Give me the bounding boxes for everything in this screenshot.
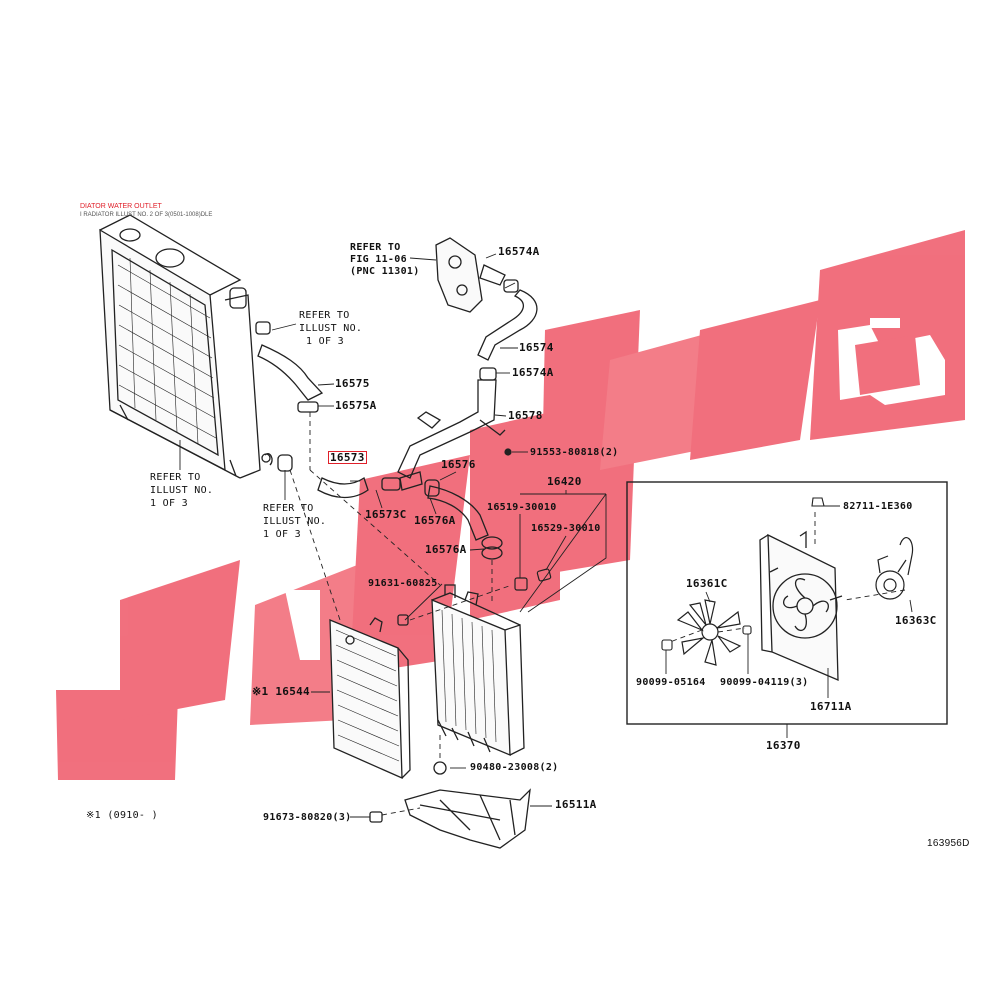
ref-illust-mid-1: REFER TO xyxy=(263,503,314,514)
part-16574A-top[interactable]: 16574A xyxy=(498,245,540,258)
part-16575[interactable]: 16575 xyxy=(335,377,370,390)
ref-illust-top-3: 1 OF 3 xyxy=(306,336,344,347)
bracket-16511A xyxy=(369,614,531,849)
fan-motor-16363C xyxy=(875,537,914,600)
part-16576[interactable]: 16576 xyxy=(441,458,476,471)
part-16529[interactable]: 16529-30010 xyxy=(531,523,601,534)
part-16420[interactable]: 16420 xyxy=(547,475,582,488)
part-16576A-lower[interactable]: 16576A xyxy=(425,543,467,556)
part-16573C[interactable]: 16573C xyxy=(365,508,407,521)
ref-illust-mid-3: 1 OF 3 xyxy=(263,529,301,540)
water-outlet xyxy=(381,237,538,491)
part-91631[interactable]: 91631-60825 xyxy=(368,578,438,589)
part-16361C[interactable]: 16361C xyxy=(686,577,728,590)
part-16370[interactable]: 16370 xyxy=(766,739,801,752)
fan-16361C xyxy=(676,599,742,666)
ref-fig-line1: REFER TO xyxy=(350,242,401,253)
part-90480[interactable]: 90480-23008(2) xyxy=(470,762,559,773)
part-90099-05164[interactable]: 90099-05164 xyxy=(636,677,706,688)
fan-shroud-16711A xyxy=(759,530,843,681)
hose-16576 xyxy=(424,479,503,560)
leader-lines xyxy=(179,253,913,818)
ref-illust-left-2: ILLUST NO. xyxy=(150,485,214,496)
ref-fig-line2: FIG 11-06 xyxy=(350,254,407,265)
condenser-16544 xyxy=(329,617,411,780)
part-16573-highlight[interactable]: 16573 xyxy=(328,451,367,464)
part-91553[interactable]: 91553-80818(2) xyxy=(530,447,619,458)
reservoir-parts xyxy=(504,448,552,591)
ref-illust-top-1: REFER TO xyxy=(299,310,350,321)
part-16511A[interactable]: 16511A xyxy=(555,798,597,811)
ref-illust-left-3: 1 OF 3 xyxy=(150,498,188,509)
footnote: ※1 (0910- ) xyxy=(86,810,158,821)
part-82711[interactable]: 82711-1E360 xyxy=(843,501,913,512)
ref-illust-left-1: REFER TO xyxy=(150,472,201,483)
part-16544[interactable]: ※1 16544 xyxy=(252,685,310,698)
dashed-lines xyxy=(289,412,906,816)
header-subtitle: I RADIATOR ILLUST NO. 2 OF 3(0501-1008)D… xyxy=(80,212,213,218)
part-16578[interactable]: 16578 xyxy=(508,409,543,422)
part-91673[interactable]: 91673-80820(3) xyxy=(263,812,352,823)
part-90099-04119[interactable]: 90099-04119(3) xyxy=(720,677,809,688)
radiator-bottom xyxy=(431,584,525,756)
part-16574[interactable]: 16574 xyxy=(519,341,554,354)
diagram-id: 163956D xyxy=(927,838,970,849)
part-16574A-mid[interactable]: 16574A xyxy=(512,366,554,379)
watermark-logo xyxy=(56,230,965,780)
radiator-left xyxy=(99,214,273,479)
ref-illust-top-2: ILLUST NO. xyxy=(299,323,363,334)
ref-fig-line3: (PNC 11301) xyxy=(350,266,420,277)
part-16576A-upper[interactable]: 16576A xyxy=(414,514,456,527)
upper-hose-16575 xyxy=(255,321,324,413)
part-16519[interactable]: 16519-30010 xyxy=(487,502,557,513)
ref-illust-mid-2: ILLUST NO. xyxy=(263,516,327,527)
part-16575A[interactable]: 16575A xyxy=(335,399,377,412)
part-16711A[interactable]: 16711A xyxy=(810,700,852,713)
part-16363C[interactable]: 16363C xyxy=(895,614,937,627)
header-title: DIATOR WATER OUTLET xyxy=(80,203,162,210)
